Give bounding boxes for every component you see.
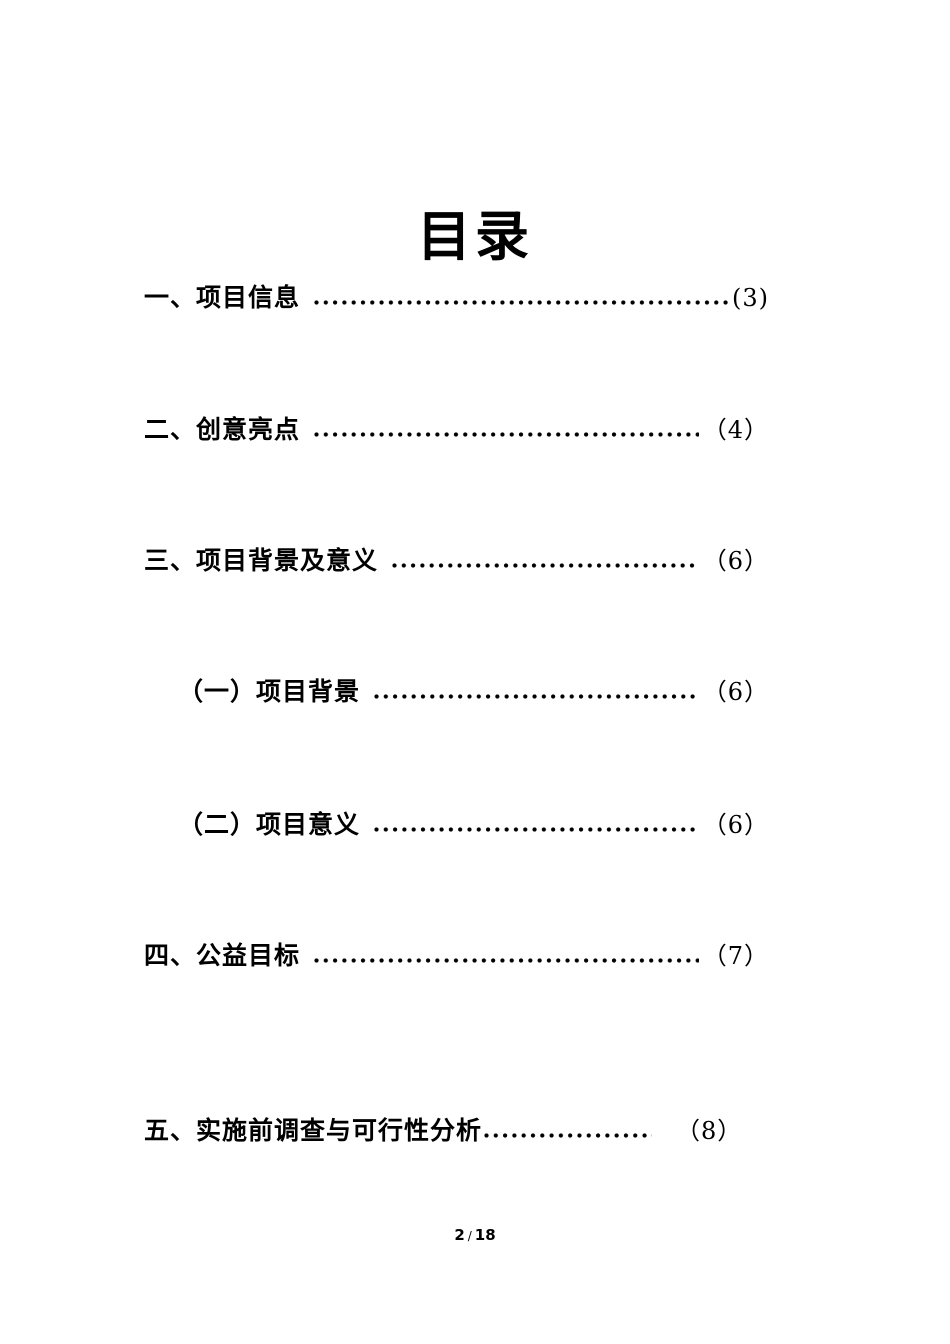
toc-entry-label: 四、公益目标 [144, 941, 301, 970]
dot-leader [392, 541, 699, 581]
toc-entry-page: (3) [732, 284, 769, 312]
dot-leader [374, 672, 699, 712]
page-separator: / [467, 1229, 472, 1243]
page-number: 2/18 [0, 1225, 950, 1246]
toc-entry-page: （8） [676, 1117, 743, 1145]
toc-entry-page: （6） [702, 547, 769, 575]
toc-entry-label: （一）项目背景 [178, 677, 361, 706]
dot-leader [314, 936, 699, 976]
toc-entry-page: （4） [702, 416, 769, 444]
toc-entry-project-significance[interactable]: （二）项目意义 （6） [178, 805, 769, 845]
toc-entry-page: （6） [702, 678, 769, 706]
toc-entry-page: （6） [702, 811, 769, 839]
dot-leader [484, 1111, 653, 1151]
toc-entry-label: 一、项目信息 [144, 283, 301, 312]
dot-leader [374, 805, 699, 845]
toc-entry-background-significance[interactable]: 三、项目背景及意义 （6） [144, 541, 769, 581]
toc-entry-project-background[interactable]: （一）项目背景 （6） [178, 672, 769, 712]
toc-entry-creative-highlights[interactable]: 二、创意亮点 （4） [144, 410, 769, 450]
toc-entry-project-info[interactable]: 一、项目信息 (3) [144, 278, 769, 318]
toc-title: 目录 [417, 204, 533, 268]
total-pages: 18 [474, 1226, 496, 1244]
toc-entry-label: 三、项目背景及意义 [144, 546, 379, 575]
toc-entry-label: 五、实施前调查与可行性分析 [144, 1116, 483, 1145]
toc-entry-label: 二、创意亮点 [144, 415, 301, 444]
current-page: 2 [454, 1226, 465, 1244]
toc-entry-feasibility-analysis[interactable]: 五、实施前调查与可行性分析 （8） [144, 1111, 769, 1151]
dot-leader [314, 410, 699, 450]
dot-leader [314, 278, 728, 318]
toc-entry-page: （7） [702, 942, 769, 970]
toc-entry-label: （二）项目意义 [178, 810, 361, 839]
toc-entry-public-welfare-goals[interactable]: 四、公益目标 （7） [144, 936, 769, 976]
